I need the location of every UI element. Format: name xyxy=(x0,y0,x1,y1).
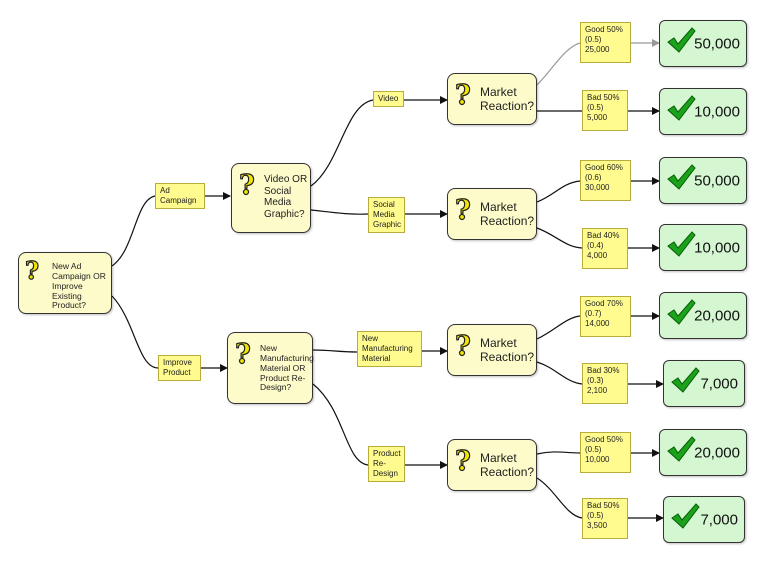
check-mark-icon xyxy=(671,503,700,529)
check-mark-icon xyxy=(667,299,696,325)
outcome-value: 50,000 xyxy=(694,172,740,189)
edge-d2-material xyxy=(312,349,358,353)
question-mark-icon: ? xyxy=(454,446,471,477)
choice-video[interactable]: Video xyxy=(373,91,404,107)
outcome-value: 50,000 xyxy=(694,35,740,52)
edge-d1-social xyxy=(310,209,369,215)
check-mark-icon xyxy=(667,436,696,462)
branch-label-4[interactable]: Bad 40%(0.4)4,000 xyxy=(582,228,628,269)
outcome-value: 7,000 xyxy=(700,511,738,528)
outcome-value: 10,000 xyxy=(694,103,740,120)
choice-social-media-graphic[interactable]: Social Media Graphic xyxy=(368,197,405,233)
chance-node-video[interactable]: ? Market Reaction? xyxy=(447,73,537,125)
outcome-node-3[interactable]: 50,000 xyxy=(659,157,747,204)
outcome-node-8[interactable]: 7,000 xyxy=(663,496,745,543)
question-mark-icon: ? xyxy=(454,195,471,226)
question-mark-icon: ? xyxy=(454,331,471,362)
outcome-node-4[interactable]: 10,000 xyxy=(659,224,747,271)
outcome-node-7[interactable]: 20,000 xyxy=(659,429,747,476)
chance-title: Market Reaction? xyxy=(480,451,535,479)
outcome-value: 10,000 xyxy=(694,239,740,256)
question-mark-icon: ? xyxy=(24,256,40,285)
branch-label-1[interactable]: Good 50%(0.5)25,000 xyxy=(580,22,631,63)
edge-c4-bad xyxy=(536,477,583,519)
decision-d2-text: New Manufacturing Material OR Product Re… xyxy=(260,343,314,393)
branch-label-5[interactable]: Good 70%(0.7)14,000 xyxy=(580,296,631,337)
edge-root-ad xyxy=(111,195,156,267)
edge-c2-bad xyxy=(536,227,583,249)
outcome-value: 7,000 xyxy=(700,375,738,392)
decision-node-material-or-redesign[interactable]: ? New Manufacturing Material OR Product … xyxy=(227,332,314,404)
chance-title: Market Reaction? xyxy=(480,200,535,228)
question-mark-icon: ? xyxy=(238,170,255,201)
branch-label-8[interactable]: Bad 50%(0.5)3,500 xyxy=(582,498,628,539)
decision-d1-text: Video OR Social Media Graphic? xyxy=(264,174,308,220)
choice-improve-product[interactable]: Improve Product xyxy=(158,355,201,381)
edge-c4-good xyxy=(536,451,581,455)
edge-c3-good xyxy=(536,315,581,340)
edge-c2-good xyxy=(536,180,581,203)
check-mark-icon xyxy=(671,367,700,393)
choice-new-manufacturing-material[interactable]: New Manufacturing Material xyxy=(357,331,422,367)
choice-product-redesign[interactable]: Product Re-Design xyxy=(368,446,405,482)
edge-root-improve xyxy=(111,295,159,369)
chance-node-material[interactable]: ? Market Reaction? xyxy=(447,324,537,376)
decision-node-root[interactable]: ? New Ad Campaign OR Improve Existing Pr… xyxy=(18,252,112,314)
check-mark-icon xyxy=(667,164,696,190)
chance-title: Market Reaction? xyxy=(480,85,535,113)
edge-c3-bad xyxy=(536,361,583,385)
check-mark-icon xyxy=(667,27,696,53)
outcome-node-2[interactable]: 10,000 xyxy=(659,88,747,135)
chance-node-redesign[interactable]: ? Market Reaction? xyxy=(447,439,537,491)
outcome-value: 20,000 xyxy=(694,444,740,461)
chance-title: Market Reaction? xyxy=(480,336,535,364)
branch-label-2[interactable]: Bad 50%(0.5)5,000 xyxy=(582,90,628,131)
decision-root-text: New Ad Campaign OR Improve Existing Prod… xyxy=(52,261,106,311)
question-mark-icon: ? xyxy=(234,339,251,370)
question-mark-icon: ? xyxy=(454,80,471,111)
edge-d1-video xyxy=(310,99,374,187)
outcome-node-1[interactable]: 50,000 xyxy=(659,20,747,67)
branch-label-6[interactable]: Bad 30%(0.3)2,100 xyxy=(582,363,628,404)
check-mark-icon xyxy=(667,95,696,121)
outcome-node-6[interactable]: 7,000 xyxy=(663,360,745,407)
branch-label-3[interactable]: Good 60%(0.6)30,000 xyxy=(580,160,631,201)
check-mark-icon xyxy=(667,231,696,257)
edge-c1-good xyxy=(536,42,581,86)
outcome-node-5[interactable]: 20,000 xyxy=(659,292,747,339)
outcome-value: 20,000 xyxy=(694,307,740,324)
edge-d2-redesign xyxy=(312,383,369,466)
branch-label-7[interactable]: Good 50%(0.5)10,000 xyxy=(580,432,631,473)
choice-ad-campaign[interactable]: Ad Campaign xyxy=(155,183,205,209)
decision-node-video-or-social[interactable]: ? Video OR Social Media Graphic? xyxy=(231,163,311,233)
chance-node-social[interactable]: ? Market Reaction? xyxy=(447,188,537,240)
